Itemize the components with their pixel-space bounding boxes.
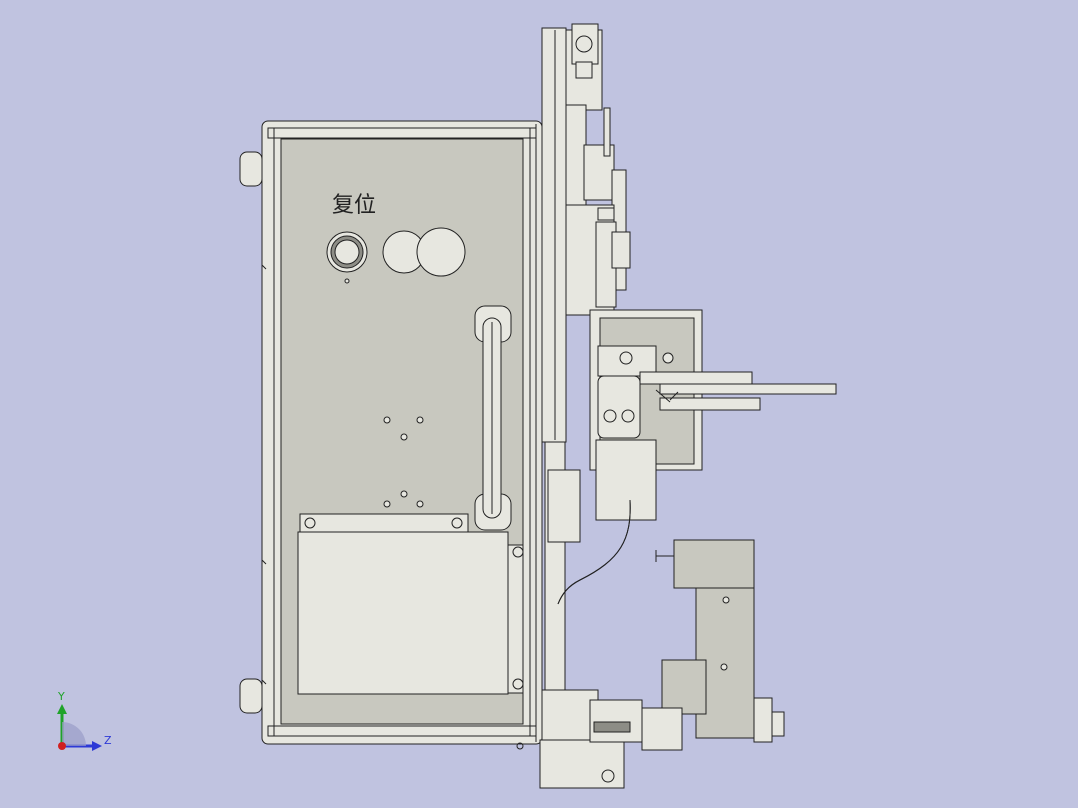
lower-block: [595, 439, 657, 521]
motor-assembly: [539, 539, 785, 789]
feeder-arm-lower: [659, 397, 761, 411]
threaded-rod: [593, 721, 631, 733]
feeder-arm-upper: [639, 371, 753, 385]
indicator-hole-right: [416, 227, 466, 277]
crimp-head: [547, 309, 837, 605]
column-upper: [541, 27, 567, 443]
orientation-triad: Y Z: [57, 690, 112, 751]
control-panel: 复位: [297, 193, 524, 695]
lower-bracket: [547, 469, 581, 543]
cabinet-top-rail: [267, 127, 537, 139]
lower-cover-plate: [297, 513, 524, 695]
cabinet-foot-bottom: [239, 678, 263, 714]
cabinet-foot-top: [239, 151, 263, 187]
feeder-rod: [659, 383, 837, 395]
reset-label: 复位: [332, 193, 376, 218]
z-axis-label: Z: [104, 734, 112, 747]
base-block: [541, 689, 599, 745]
reset-button[interactable]: [326, 231, 368, 284]
panel-screw-holes: [383, 416, 424, 508]
cabinet-handle[interactable]: [474, 305, 512, 531]
cabinet-bottom-rail: [267, 725, 537, 737]
crimp-jaw: [597, 375, 641, 439]
y-axis-label: Y: [57, 690, 65, 703]
motor-body: [673, 539, 755, 589]
x-axis-dot: [58, 742, 66, 750]
